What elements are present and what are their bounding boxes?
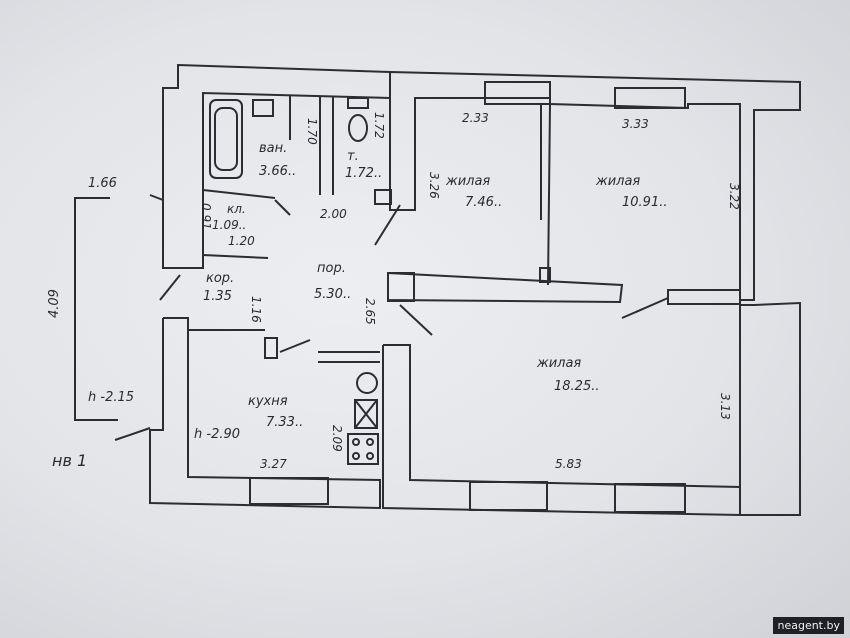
partition-living: [547, 103, 551, 286]
window-kitchen: [249, 477, 329, 505]
kitchen-area: 7.33..: [266, 415, 304, 430]
toilet-area: 1.72..: [345, 166, 383, 181]
bath-area: 3.66..: [259, 164, 297, 179]
kitchen-dim-bottom: 3.27: [260, 457, 287, 471]
living-3-dim-bottom: 5.83: [555, 457, 582, 471]
living-1-name: жилая: [446, 174, 491, 189]
hall-area: 5.30..: [314, 287, 352, 302]
living-2-name: жилая: [596, 174, 641, 189]
toilet-bowl: [348, 114, 368, 142]
window-bottom-2: [614, 483, 686, 513]
storage-area: 1.09..: [212, 218, 247, 232]
living-2-dim-top: 3.33: [622, 117, 649, 131]
window-top-1: [484, 81, 551, 105]
hall-dim-b: 2.65: [363, 298, 377, 325]
balcony-width: 1.66: [88, 176, 117, 191]
living-3-dim-side: 3.13: [718, 393, 732, 420]
wall-top-right: [389, 71, 801, 301]
wall-right-lower: [739, 301, 801, 516]
bathtub: [209, 99, 243, 179]
kitchen-boiler: [356, 372, 378, 394]
living-3-name: жилая: [537, 356, 582, 371]
watermark: neagent.by: [773, 617, 844, 634]
kitchen-name: кухня: [248, 394, 288, 409]
window-bottom-1: [469, 481, 548, 511]
storage-dim-b: 1.20: [228, 234, 255, 248]
living-2-dim-side: 3.22: [727, 183, 741, 210]
toilet-dim: 1.72: [372, 112, 386, 139]
living-3-area: 18.25..: [554, 379, 600, 394]
kitchen-cabinet: [354, 399, 378, 429]
storage-name: кл.: [227, 202, 246, 216]
living-1-area: 7.46..: [465, 195, 503, 210]
small-corridor-dim: 1.16: [249, 296, 263, 323]
toilet-name: т.: [347, 149, 359, 164]
balcony-depth: 4.09: [47, 289, 62, 318]
small-corridor-area: 1.35: [203, 289, 232, 304]
wall-bottom-right: [382, 344, 741, 517]
balcony-outline: [74, 197, 118, 421]
bath-name: ван.: [259, 141, 288, 156]
marker-label: нв 1: [52, 451, 88, 470]
living-1-dim-top: 2.33: [462, 111, 489, 125]
wall-kitchen-left: [149, 317, 381, 510]
bath-dim: 1.70: [305, 118, 319, 145]
storage-dim-a: 0.91: [199, 203, 213, 230]
hall-dim-a: 2.00: [320, 207, 347, 221]
kitchen-stove: [347, 433, 379, 465]
window-top-2: [614, 87, 686, 109]
living-2-area: 10.91..: [622, 195, 668, 210]
kitchen-height: h -2.90: [194, 427, 241, 442]
kitchen-dim-side: 2.09: [330, 425, 344, 452]
balcony-height: h -2.15: [88, 390, 135, 405]
hall-name: пор.: [317, 261, 346, 276]
wall-corridor: [387, 271, 624, 304]
small-corridor-name: кор.: [206, 271, 235, 286]
living-1-dim-side: 3.26: [427, 172, 441, 199]
